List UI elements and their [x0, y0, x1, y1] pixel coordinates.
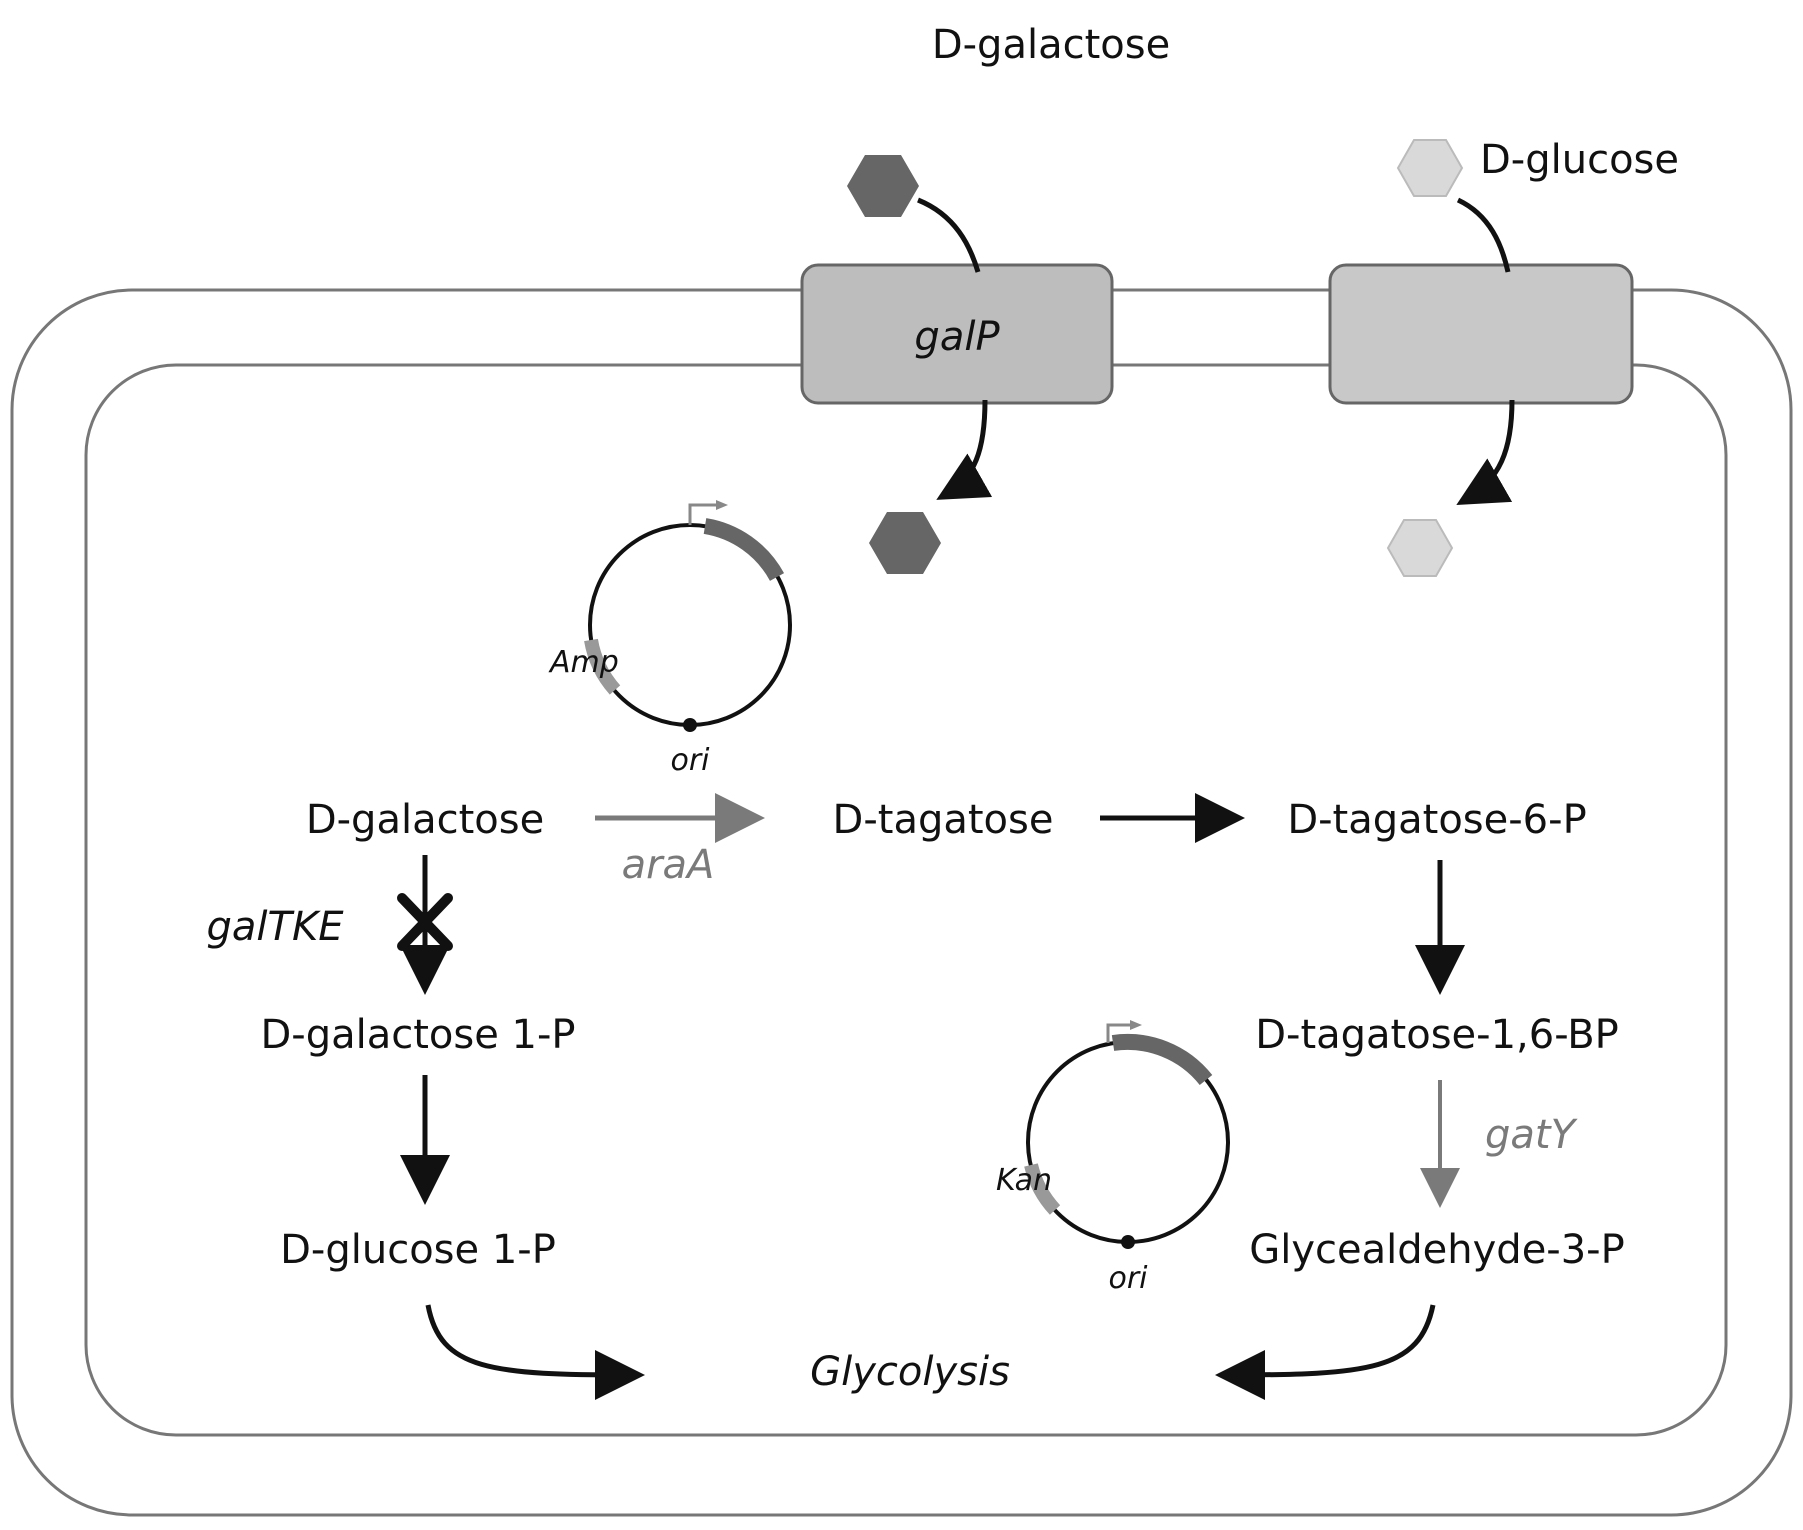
glycolysis-label: Glycolysis: [810, 1349, 1010, 1395]
plasmid-amp-resistance-label: Amp: [548, 645, 619, 680]
galp-label: galP: [914, 314, 1000, 360]
metabolite-galactose-1p: D-galactose 1-P: [260, 1012, 575, 1058]
outside-glucose-label: D-glucose: [1480, 137, 1679, 183]
metabolite-galactose: D-galactose: [306, 797, 544, 843]
plasmid-amp-ori-label: ori: [670, 743, 710, 778]
outside-galactose-label: D-galactose: [932, 22, 1170, 68]
metabolite-glyceraldehyde-3p: Glycealdehyde-3-P: [1249, 1227, 1624, 1273]
metabolite-tagatose: D-tagatose: [833, 797, 1054, 843]
metabolite-tagatose-16bp: D-tagatose-1,6-BP: [1255, 1012, 1619, 1058]
galactose-entry-line: [918, 200, 978, 272]
metabolite-tagatose-6p: D-tagatose-6-P: [1287, 797, 1586, 843]
enzyme-galTKE-label: galTKE: [207, 904, 345, 950]
plasmid-kan-ori-dot: [1121, 1235, 1135, 1249]
glucose-entry-line: [1458, 200, 1508, 272]
galactose-outside-hexagon: [847, 155, 919, 217]
plasmid-amp-ori-dot: [683, 718, 697, 732]
glucose-transporter: [1330, 265, 1632, 403]
plasmid-kan-resistance-label: Kan: [996, 1163, 1052, 1198]
glucose-outside-hexagon: [1398, 140, 1462, 196]
plasmid-kan-ori-label: ori: [1108, 1261, 1148, 1296]
enzyme-gatY-label: gatY: [1485, 1112, 1579, 1158]
enzyme-araA-label: araA: [622, 842, 715, 888]
metabolite-glucose-1p: D-glucose 1-P: [280, 1227, 556, 1273]
